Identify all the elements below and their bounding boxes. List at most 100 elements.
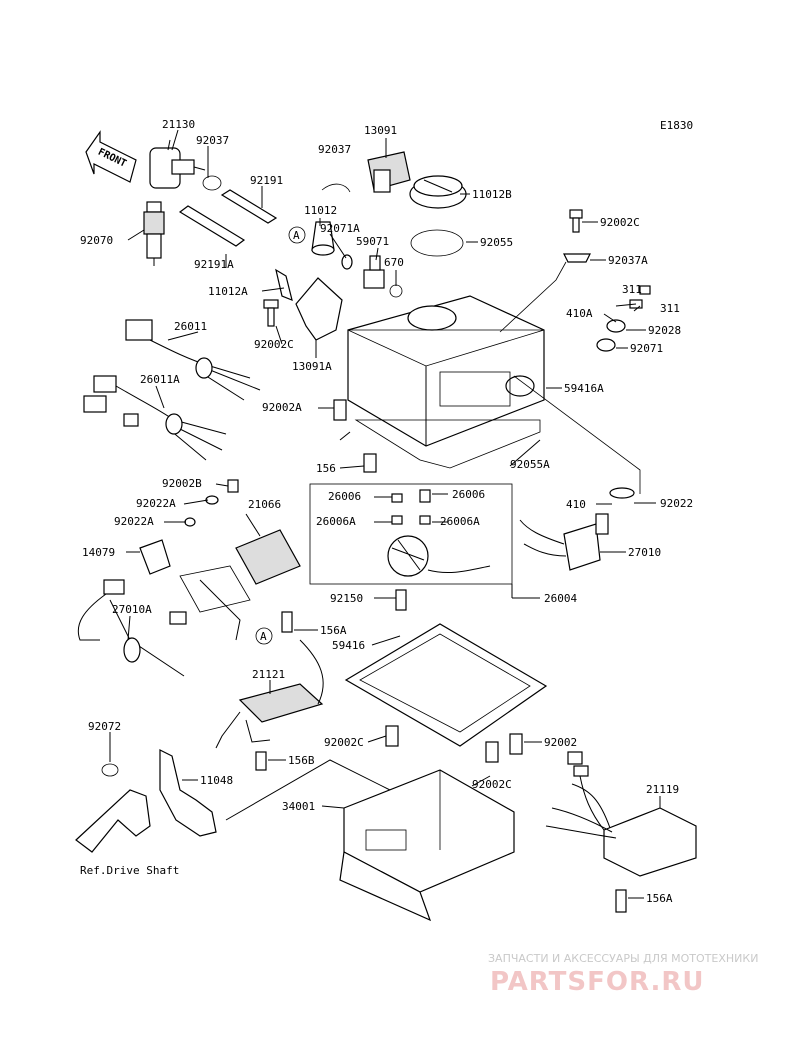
part-label-92071a: 92071A — [320, 222, 360, 235]
switch-27010 — [519, 513, 609, 571]
o-ring — [410, 229, 464, 257]
part-label-92191a: 92191A — [194, 258, 234, 271]
part-label-92002a: 92002A — [262, 401, 302, 414]
part-label-13091a: 13091A — [292, 360, 332, 373]
washer-670 — [389, 284, 403, 298]
part-label-410: 410 — [566, 498, 586, 511]
part-label-670: 670 — [384, 256, 404, 269]
part-label-156a-b: 156A — [646, 892, 673, 905]
watermark-tagline: ЗАПЧАСТИ И АКСЕССУАРЫ ДЛЯ МОТОТЕХНИКИ — [488, 952, 758, 965]
part-label-92150: 92150 — [330, 592, 363, 605]
part-label-27010a: 27010A — [112, 603, 152, 616]
part-label-92022: 92022 — [660, 497, 693, 510]
part-label-92191: 92191 — [250, 174, 283, 187]
wire-harness-26011 — [125, 319, 261, 401]
ring-92072 — [101, 763, 119, 777]
bracket — [275, 268, 343, 341]
part-label-92037a: 92037A — [608, 254, 648, 267]
part-label-14079: 14079 — [82, 546, 115, 559]
washer-92022 — [609, 487, 635, 499]
wire-harness-26011a — [83, 375, 227, 461]
inset-frame — [309, 483, 540, 599]
diagram-code: E1830 — [660, 119, 693, 132]
harness-27010a — [77, 579, 185, 677]
part-label-26006: 26006 — [328, 490, 361, 503]
leader-lines — [109, 129, 661, 899]
part-label-92037-b: 92037 — [318, 143, 351, 156]
ref-drive-shaft-label: Ref.Drive Shaft — [80, 864, 179, 877]
electric-box — [339, 769, 515, 922]
part-label-92055: 92055 — [480, 236, 513, 249]
part-label-27010: 27010 — [628, 546, 661, 559]
spark-plug — [143, 201, 165, 266]
bracket-11048 — [159, 749, 217, 837]
part-label-156a: 156A — [320, 624, 347, 637]
part-label-92002c-3: 92002C — [324, 736, 364, 749]
fitting — [341, 254, 385, 289]
part-label-26006a: 26006A — [316, 515, 356, 528]
part-label-311-b: 311 — [660, 302, 680, 315]
screw-92150 — [395, 589, 407, 611]
part-label-92055a: 92055A — [510, 458, 550, 471]
part-label-92022a-b: 92022A — [114, 515, 154, 528]
part-label-92070: 92070 — [80, 234, 113, 247]
bolt-92002a — [333, 399, 347, 421]
part-label-92002c-2: 92002C — [254, 338, 294, 351]
bolt-92002 — [509, 733, 523, 755]
ignition-coil — [215, 639, 324, 749]
bolt-92002c-a — [385, 725, 399, 747]
tubes — [178, 189, 278, 247]
small-cap — [311, 221, 335, 256]
part-label-311: 311 — [622, 283, 642, 296]
bracket-14079 — [139, 539, 171, 575]
spark-plug-cap — [149, 139, 206, 189]
part-label-92071: 92071 — [630, 342, 663, 355]
part-label-34001: 34001 — [282, 800, 315, 813]
callout-mark: A — [293, 229, 300, 242]
rectifier — [169, 529, 301, 641]
part-label-92002: 92002 — [544, 736, 577, 749]
part-label-21121: 21121 — [252, 668, 285, 681]
filler-cap — [409, 175, 467, 209]
callout-mark: A — [260, 630, 267, 643]
clip — [321, 183, 351, 193]
cdi-unit — [545, 751, 697, 877]
part-label-13091: 13091 — [364, 124, 397, 137]
part-label-410a: 410A — [566, 307, 593, 320]
callout-a-1 — [288, 226, 306, 244]
part-label-26011: 26011 — [174, 320, 207, 333]
part-label-92037: 92037 — [196, 134, 229, 147]
part-label-59071: 59071 — [356, 235, 389, 248]
watermark: ЗАПЧАСТИ И АКСЕССУАРЫ ДЛЯ МОТОТЕХНИКИ PA… — [488, 952, 758, 997]
electric-box-cover — [347, 295, 545, 447]
watermark-brand: PARTSFOR.RU — [490, 967, 704, 997]
part-label-26011a: 26011A — [140, 373, 180, 386]
bolt-156 — [363, 453, 377, 473]
part-label-11012: 11012 — [304, 204, 337, 217]
callout-a-2 — [255, 627, 273, 645]
part-label-11012b: 11012B — [472, 188, 512, 201]
part-label-21130: 21130 — [162, 118, 195, 131]
part-label-59416: 59416 — [332, 639, 365, 652]
part-label-26004: 26004 — [544, 592, 577, 605]
part-label-92028: 92028 — [648, 324, 681, 337]
part-label-11012a: 11012A — [208, 285, 248, 298]
gasket — [354, 419, 541, 469]
part-label-92002c-4: 92002C — [472, 778, 512, 791]
part-label-92002b: 92002B — [162, 477, 202, 490]
part-label-92022a: 92022A — [136, 497, 176, 510]
part-label-156: 156 — [316, 462, 336, 475]
bolt-92002c-b — [485, 741, 499, 763]
part-label-21119: 21119 — [646, 783, 679, 796]
part-label-21066: 21066 — [248, 498, 281, 511]
part-label-156b: 156B — [288, 754, 315, 767]
front-arrow: FRONT — [85, 130, 137, 183]
base-plate — [344, 623, 548, 747]
bolt-156a-b — [615, 889, 627, 913]
bolt-156b — [255, 751, 267, 771]
part-labels: 21130 92037 13091 92037 92191 11012 1101… — [80, 118, 693, 905]
right-hardware — [563, 209, 651, 352]
part-label-26006a-b: 26006A — [440, 515, 480, 528]
part-label-59416a: 59416A — [564, 382, 604, 395]
